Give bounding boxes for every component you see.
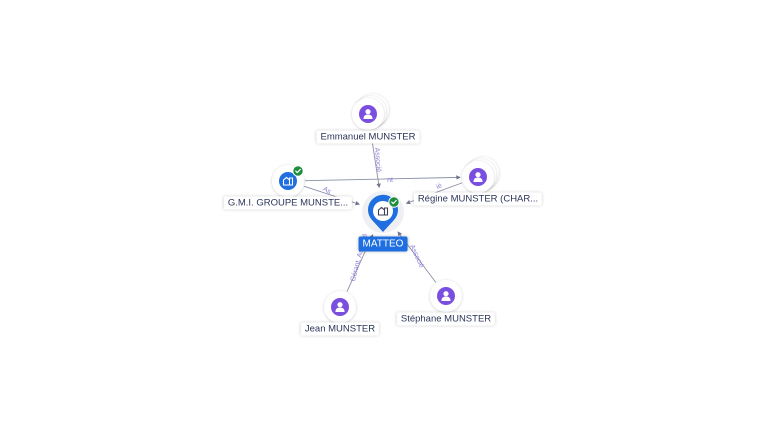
person-icon (469, 168, 487, 186)
person-icon (359, 105, 377, 123)
edge-label: nt (387, 177, 393, 184)
node-jean[interactable] (324, 291, 356, 323)
building-icon (377, 206, 389, 216)
person-icon (437, 287, 455, 305)
center-node[interactable] (362, 191, 404, 233)
edge-label: As (321, 186, 332, 196)
edge-gmi-regine: nt (304, 175, 461, 184)
verified-check-icon (292, 165, 304, 177)
person-icon (331, 298, 349, 316)
node-stephane[interactable] (430, 280, 462, 312)
node-label-gmi[interactable]: G.M.I. GROUPE MUNSTE... (223, 196, 353, 210)
building-icon (279, 172, 297, 190)
node-label-regine[interactable]: Régine MUNSTER (CHAR... (413, 192, 543, 206)
node-label-emmanuel[interactable]: Emmanuel MUNSTER (316, 130, 420, 144)
edge-label: ié (435, 182, 443, 191)
edge-label: Associé (408, 244, 425, 269)
node-label-stephane[interactable]: Stéphane MUNSTER (396, 312, 496, 326)
center-node-label[interactable]: MATTEO (358, 236, 408, 252)
node-label-jean[interactable]: Jean MUNSTER (300, 322, 380, 336)
pin-inner-circle (373, 201, 393, 221)
verified-check-icon (388, 196, 400, 208)
node-gmi[interactable] (272, 165, 304, 197)
edge-label: Associé (373, 147, 382, 172)
node-regine[interactable] (462, 157, 499, 193)
node-emmanuel[interactable] (352, 94, 389, 130)
